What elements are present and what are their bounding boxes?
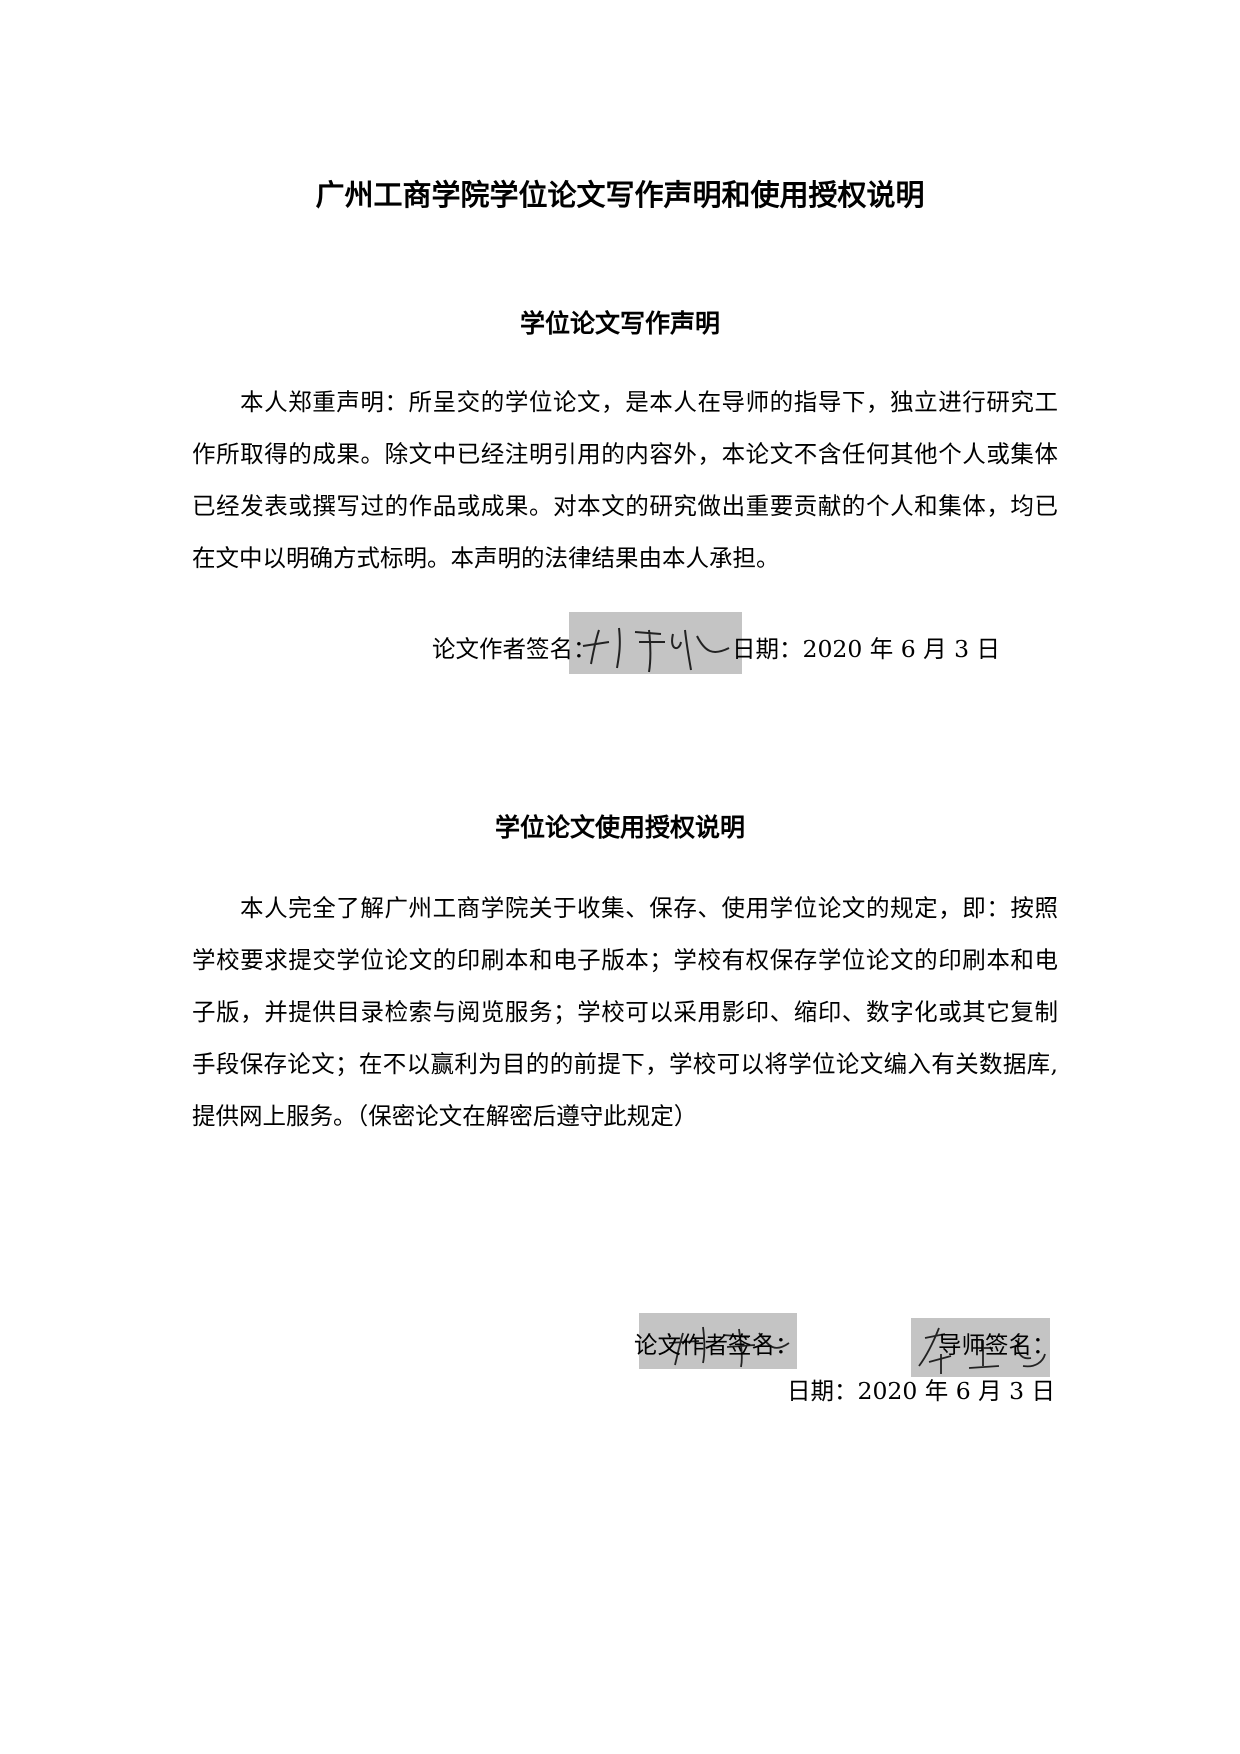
advisor-signature-image [911,1318,1050,1377]
author-signature-image [569,612,742,674]
declaration-signature-label: 论文作者签名： [432,635,597,663]
declaration-heading: 学位论文写作声明 [519,309,720,338]
authorization-date: 日期：2020 年 6 月 3 日 [787,1377,1056,1405]
authorization-body: 本人完全了解广州工商学院关于收集、保存、使用学位论文的规定，即：按照学校要求提交… [192,894,1058,1130]
author-signature-image-2 [639,1313,797,1369]
authorization-author-signature-label: 论文作者签名： [634,1331,799,1359]
declaration-body: 本人郑重声明：所呈交的学位论文，是本人在导师的指导下，独立进行研究工作所取得的成… [192,388,1058,572]
authorization-heading: 学位论文使用授权说明 [494,813,745,842]
authorization-advisor-signature-label: 导师签名： [938,1331,1056,1359]
declaration-date: 日期：2020 年 6 月 3 日 [732,635,1001,663]
document-title: 广州工商学院学位论文写作声明和使用授权说明 [315,178,925,212]
